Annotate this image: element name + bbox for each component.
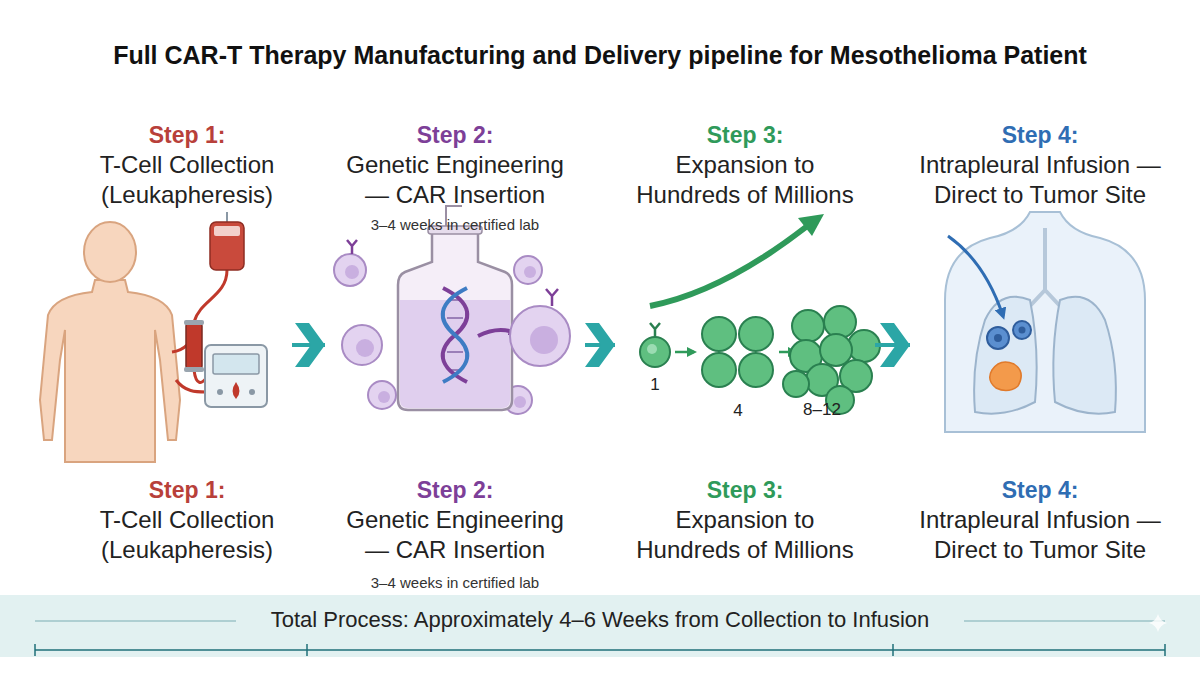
engineering-illustration — [345, 265, 359, 279]
engineering-illustration — [443, 288, 468, 382]
expansion-illustration — [783, 371, 809, 397]
infusion-illustration — [945, 212, 1145, 432]
engineering-illustration — [510, 306, 570, 366]
step-title: Genetic Engineering — CAR Insertion — [339, 150, 571, 210]
patient-illustration — [213, 354, 259, 374]
engineering-illustration — [447, 317, 463, 319]
engineering-illustration — [400, 300, 510, 408]
patient-illustration — [205, 345, 267, 407]
step-title: Expansion to Hundreds of Millions — [630, 505, 860, 565]
process-step: Step 4:Intrapleural Infusion — Direct to… — [910, 110, 1170, 600]
patient-illustration — [84, 222, 136, 282]
step-title: T-Cell Collection (Leukapheresis) — [72, 150, 302, 210]
patient-illustration — [214, 226, 240, 236]
step-number: Step 2: — [335, 120, 575, 150]
expansion-illustration — [792, 310, 824, 342]
engineering-illustration — [368, 381, 396, 409]
expansion-illustration — [739, 353, 773, 387]
duration-note: 3–4 weeks in certified lab — [325, 214, 585, 236]
step-chevron — [585, 343, 615, 347]
total-duration: Total Process: Approximately 4–6 Weeks f… — [150, 607, 1050, 633]
process-step: Step 1:T-Cell Collection (Leukapheresis)… — [60, 110, 292, 600]
patient-illustration — [226, 212, 228, 222]
expansion-illustration — [675, 351, 694, 354]
infusion-illustration — [948, 236, 1003, 316]
step-title: Genetic Engineering — CAR Insertion — [339, 505, 571, 565]
step-title: Expansion to Hundreds of Millions — [630, 150, 860, 210]
infusion-illustration — [1013, 321, 1031, 339]
step-title: T-Cell Collection (Leukapheresis) — [72, 505, 302, 565]
callout-number: 8–12 — [782, 399, 862, 421]
patient-illustration — [186, 322, 202, 370]
engineering-illustration — [342, 325, 382, 365]
expansion-illustration — [647, 344, 657, 354]
step-chevron — [292, 343, 325, 347]
patient-illustration — [217, 389, 223, 395]
infusion-illustration — [987, 327, 1009, 349]
step-number: Step 2: — [335, 475, 575, 505]
patient-illustration — [40, 280, 180, 462]
expansion-illustration — [702, 353, 736, 387]
patient-illustration — [184, 320, 204, 325]
infusion-illustration — [974, 297, 1037, 414]
expansion-illustration — [820, 334, 852, 366]
step-number: Step 4: — [920, 475, 1160, 505]
patient-illustration — [184, 367, 204, 372]
expansion-illustration — [640, 337, 670, 367]
expansion-illustration — [650, 227, 806, 306]
engineering-illustration — [334, 206, 570, 414]
engineering-illustration — [524, 266, 536, 278]
step-number: Step 1: — [67, 120, 307, 150]
engineering-illustration — [378, 391, 390, 403]
infusion-illustration — [1053, 297, 1116, 414]
patient-illustration — [233, 382, 240, 399]
expansion-illustration — [798, 214, 824, 236]
step-number: Step 3: — [625, 120, 865, 150]
step-title: Intrapleural Infusion — Direct to Tumor … — [895, 505, 1185, 565]
infusion-illustration — [1030, 228, 1060, 306]
callout-number: 1 — [615, 374, 695, 396]
patient-illustration — [194, 270, 227, 322]
engineering-illustration — [347, 240, 357, 254]
infusion-illustration — [1019, 327, 1026, 334]
infusion-illustration — [945, 212, 1145, 432]
infusion-illustration — [990, 362, 1021, 391]
step-number: Step 1: — [67, 475, 307, 505]
expansion-illustration — [640, 214, 880, 414]
patient-illustration — [249, 389, 255, 395]
expansion-illustration — [739, 317, 773, 351]
patient-illustration — [40, 212, 267, 462]
infusion-illustration — [994, 334, 1002, 342]
step-number: Step 3: — [625, 475, 865, 505]
patient-illustration — [176, 380, 206, 392]
engineering-illustration — [398, 232, 512, 410]
process-step: Step 2:Genetic Engineering — CAR Inserti… — [325, 110, 585, 600]
engineering-illustration — [443, 288, 468, 382]
callout-number: 4 — [698, 400, 778, 422]
patient-illustration — [210, 222, 244, 270]
engineering-illustration — [334, 254, 366, 286]
step-title: Intrapleural Infusion — Direct to Tumor … — [895, 150, 1185, 210]
expansion-illustration — [824, 306, 856, 338]
expansion-illustration — [650, 323, 660, 337]
process-step: Step 3:Expansion to Hundreds of Millions… — [615, 110, 875, 600]
engineering-illustration — [514, 256, 542, 284]
expansion-illustration — [848, 330, 880, 362]
diagram-title: Full CAR-T Therapy Manufacturing and Del… — [0, 33, 1200, 77]
expansion-illustration — [702, 317, 736, 351]
engineering-illustration — [356, 339, 374, 357]
engineering-illustration — [514, 396, 526, 408]
engineering-illustration — [546, 289, 558, 306]
step-number: Step 4: — [920, 120, 1160, 150]
duration-note: 3–4 weeks in certified lab — [325, 572, 585, 594]
engineering-illustration — [530, 326, 558, 354]
step-chevron — [875, 343, 910, 347]
summary-band: Total Process: Approximately 4–6 Weeks f… — [0, 595, 1200, 657]
engineering-illustration — [447, 351, 463, 353]
connector-group — [292, 345, 910, 346]
